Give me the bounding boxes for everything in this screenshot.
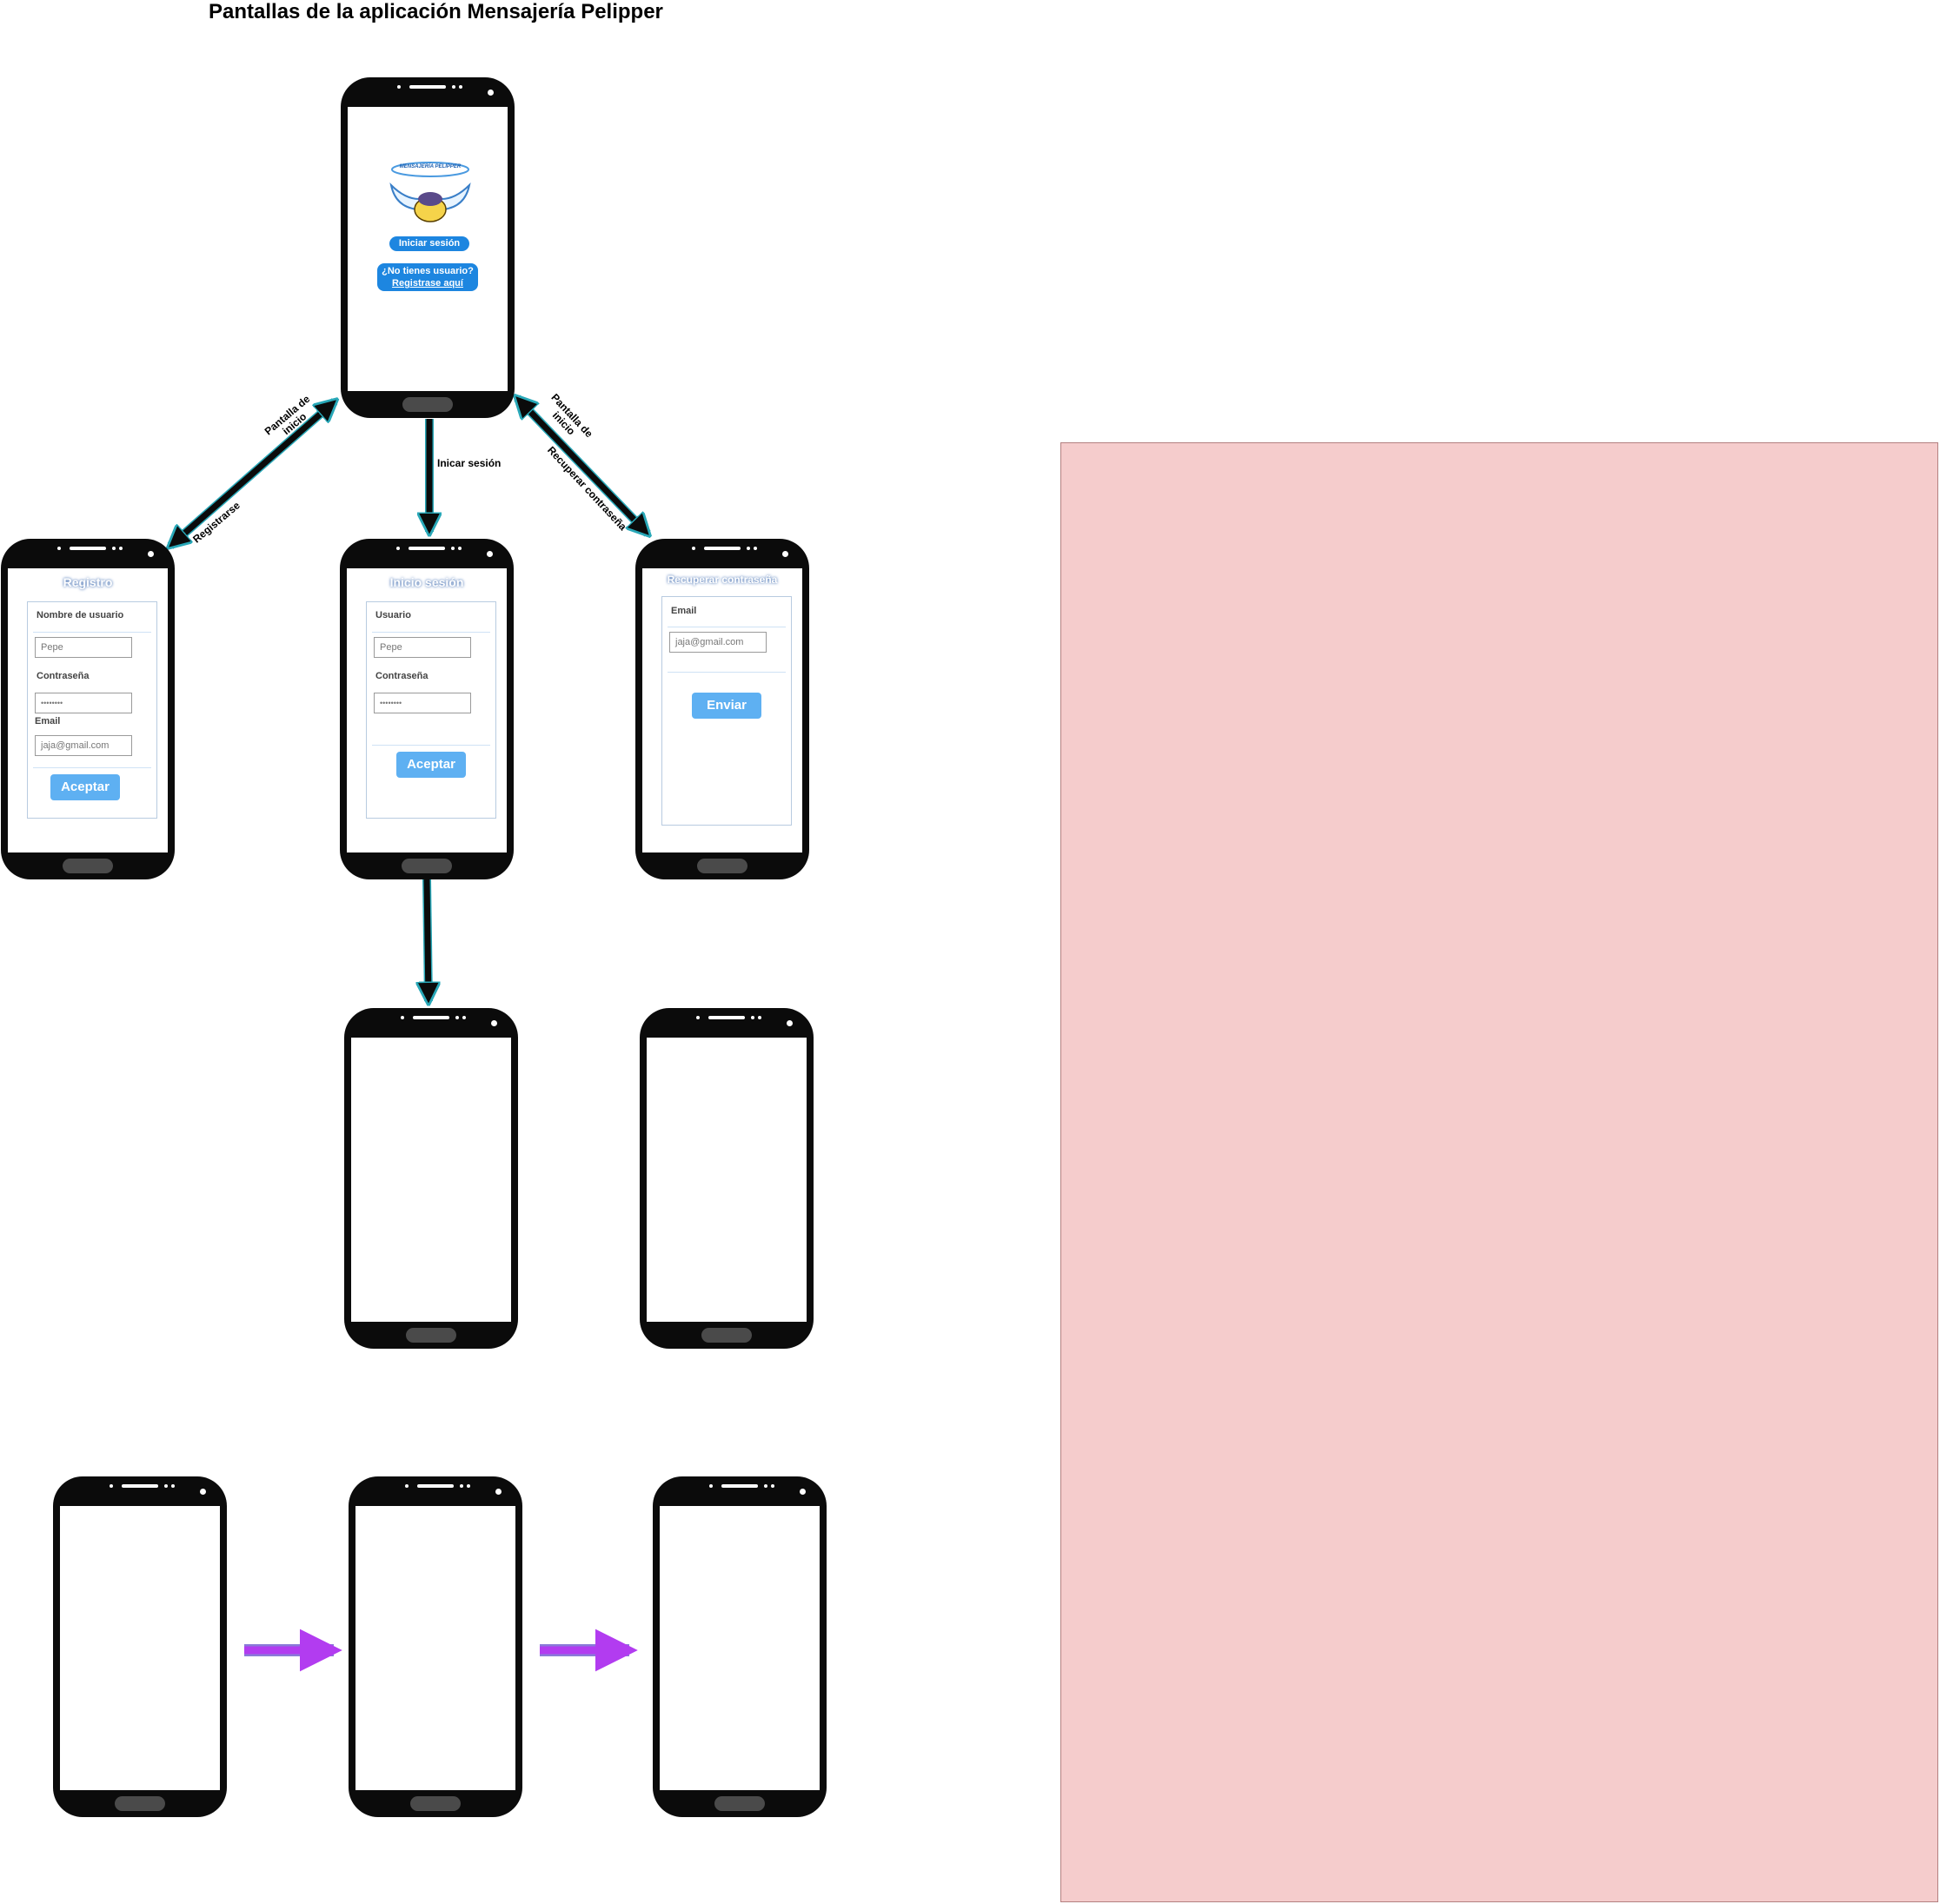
pelipper-logo-icon (389, 162, 471, 222)
login-password-label: Contraseña (375, 671, 429, 681)
register-accept-button[interactable]: Aceptar (50, 774, 120, 800)
send-button[interactable]: Enviar (692, 693, 761, 719)
phone-blank-3 (53, 1476, 227, 1817)
recover-screen: Recuperar contraseña Email jaja@gmail.co… (642, 568, 802, 852)
logo: MENSAJERÍA PELIPPER (382, 159, 478, 229)
register-screen: Registro Nombre de usuario Pepe Contrase… (8, 568, 168, 852)
no-user-text: ¿No tienes usuario? (382, 266, 474, 276)
recover-form: Email jaja@gmail.com Enviar (661, 596, 792, 826)
register-form: Nombre de usuario Pepe Contraseña ••••••… (27, 601, 157, 819)
recover-email-input[interactable]: jaja@gmail.com (669, 632, 767, 653)
flow-arrows (0, 0, 1043, 1672)
login-title: Inicio sesión (389, 575, 464, 589)
recover-email-label: Email (671, 606, 697, 616)
user-label: Usuario (375, 610, 411, 620)
login-screen: Inicio sesión Usuario Pepe Contraseña ••… (347, 568, 507, 852)
blank-screen (351, 1038, 511, 1322)
phone-blank-5 (653, 1476, 827, 1817)
username-input[interactable]: Pepe (35, 637, 132, 658)
login-form: Usuario Pepe Contraseña •••••••• Aceptar (366, 601, 496, 819)
phone-home: MENSAJERÍA PELIPPER Iniciar sesión ¿No t… (341, 77, 515, 418)
user-input[interactable]: Pepe (374, 637, 471, 658)
phone-blank-4 (349, 1476, 522, 1817)
blank-screen (60, 1506, 220, 1790)
register-password-input[interactable]: •••••••• (35, 693, 132, 713)
register-link[interactable]: Registrase aquí (392, 278, 463, 289)
register-box[interactable]: ¿No tienes usuario? Registrase aquí (377, 263, 478, 291)
login-button[interactable]: Iniciar sesión (389, 236, 469, 251)
phone-login: Inicio sesión Usuario Pepe Contraseña ••… (340, 539, 514, 879)
login-accept-button[interactable]: Aceptar (396, 752, 466, 778)
register-email-label: Email (35, 716, 61, 726)
phone-blank-2 (640, 1008, 814, 1349)
page-title: Pantallas de la aplicación Mensajería Pe… (209, 0, 663, 23)
blank-screen (647, 1038, 807, 1322)
phone-register: Registro Nombre de usuario Pepe Contrase… (1, 539, 175, 879)
home-screen: MENSAJERÍA PELIPPER Iniciar sesión ¿No t… (348, 107, 508, 391)
placeholder-panel (1060, 442, 1938, 1902)
register-email-input[interactable]: jaja@gmail.com (35, 735, 132, 756)
logo-text: MENSAJERÍA PELIPPER (399, 164, 462, 169)
recover-title: Recuperar contraseña (667, 574, 778, 586)
blank-screen (660, 1506, 820, 1790)
phone-blank-1 (344, 1008, 518, 1349)
login-password-input[interactable]: •••••••• (374, 693, 471, 713)
edge-label-login: Inicar sesión (437, 457, 502, 469)
blank-screen (355, 1506, 515, 1790)
register-title: Registro (63, 575, 113, 589)
phone-recover: Recuperar contraseña Email jaja@gmail.co… (635, 539, 809, 879)
register-password-label: Contraseña (37, 671, 90, 681)
username-label: Nombre de usuario (37, 610, 124, 620)
